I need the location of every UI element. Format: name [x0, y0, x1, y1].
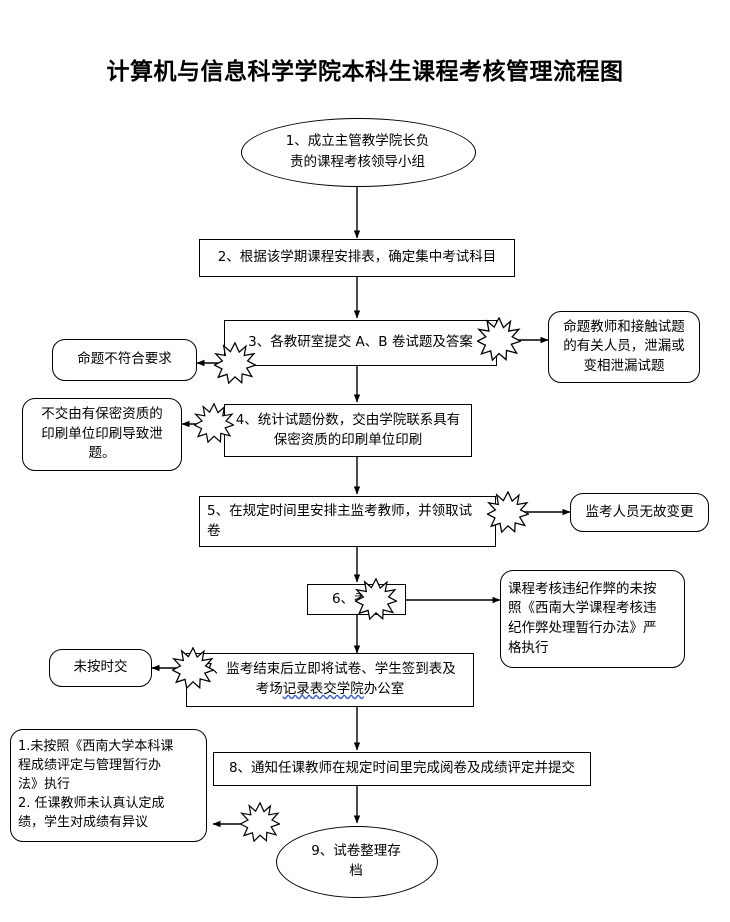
node-step7-label-spellchecked: 记录表交学院: [282, 681, 364, 697]
node-step7-label-part2: 办公室: [363, 681, 405, 697]
node-step1-label: 1、成立主管教学院长负 责的课程考核领导小组: [285, 133, 430, 170]
node-step4-label: 4、统计试题份数，交由学院联系具有 保密资质的印刷单位印刷: [235, 411, 461, 448]
node-step2[interactable]: 2、根据该学期课程安排表，确定集中考试科目: [199, 239, 515, 277]
node-step9-label: 9、试卷整理存 档: [311, 842, 401, 879]
node-step9[interactable]: 9、试卷整理存 档: [276, 826, 438, 898]
explosion-icon-step6-right: [355, 578, 397, 620]
note-step6-right[interactable]: 课程考核违纪作弊的未按 照《西南大学课程考核违 纪作弊处理暂行办法》严 格执行: [500, 570, 685, 668]
note-step3-left-label: 命题不符合要求: [77, 351, 172, 368]
ellipse-shape: [276, 826, 438, 898]
node-step5-label: 5、在规定时间里安排主监考教师，并领取试 卷: [207, 502, 473, 539]
node-step4[interactable]: 4、统计试题份数，交由学院联系具有 保密资质的印刷单位印刷: [224, 404, 472, 457]
explosion-icon-step7-left: [172, 647, 214, 689]
note-step5-right-label: 监考人员无故变更: [585, 503, 694, 520]
node-step2-label: 2、根据该学期课程安排表，确定集中考试科目: [217, 249, 497, 266]
explosion-icon-step4-left: [194, 403, 234, 443]
note-step7-left-label: 未按时交: [73, 659, 128, 676]
note-step8-left-label: 1.未按照《西南大学本科课 程成绩评定与管理暂行办 法》执行 2. 任课教师未认…: [18, 739, 174, 830]
node-step8[interactable]: 8、通知任课教师在规定时间里完成阅卷及成绩评定并提交: [213, 752, 591, 786]
note-step8-left[interactable]: 1.未按照《西南大学本科课 程成绩评定与管理暂行办 法》执行 2. 任课教师未认…: [10, 729, 207, 842]
node-step1[interactable]: 1、成立主管教学院长负 责的课程考核领导小组: [241, 118, 476, 187]
note-step4-left[interactable]: 不交由有保密资质的 印刷单位印刷导致泄 题。: [22, 398, 182, 471]
ellipse-shape: [241, 118, 476, 187]
note-step5-right[interactable]: 监考人员无故变更: [570, 493, 709, 532]
node-step7[interactable]: 7、监考结束后立即将试卷、学生签到表及 考场记录表交学院办公室: [186, 653, 474, 707]
explosion-icon-step8-left: [240, 802, 280, 842]
note-step3-right[interactable]: 命题教师和接触试题 的有关人员，泄漏或 变相泄漏试题: [548, 311, 700, 383]
node-step3[interactable]: 3、各教研室提交 A、B 卷试题及答案: [224, 320, 497, 366]
note-step4-left-label: 不交由有保密资质的 印刷单位印刷导致泄 题。: [41, 406, 163, 462]
explosion-icon-step3-left: [214, 342, 256, 384]
note-step3-right-label: 命题教师和接触试题 的有关人员，泄漏或 变相泄漏试题: [563, 318, 685, 374]
node-step8-label: 8、通知任课教师在规定时间里完成阅卷及成绩评定并提交: [228, 760, 576, 777]
node-step3-label: 3、各教研室提交 A、B 卷试题及答案: [248, 334, 473, 351]
node-step7-label: 7、监考结束后立即将试卷、学生签到表及 考场记录表交学院办公室: [199, 660, 461, 699]
page-title: 计算机与信息科学学院本科生课程考核管理流程图: [106, 58, 624, 85]
explosion-icon-step3-right: [477, 317, 521, 361]
note-step7-left[interactable]: 未按时交: [49, 649, 152, 687]
node-step7-label-part1: 7、监考结束后立即将试卷、学生签到表及 考场: [204, 661, 456, 697]
note-step6-right-label: 课程考核违纪作弊的未按 照《西南大学课程考核违 纪作弊处理暂行办法》严 格执行: [508, 580, 657, 656]
node-step5[interactable]: 5、在规定时间里安排主监考教师，并领取试 卷: [199, 496, 496, 547]
explosion-icon-step5-right: [487, 491, 529, 533]
note-step3-left[interactable]: 命题不符合要求: [52, 339, 197, 381]
